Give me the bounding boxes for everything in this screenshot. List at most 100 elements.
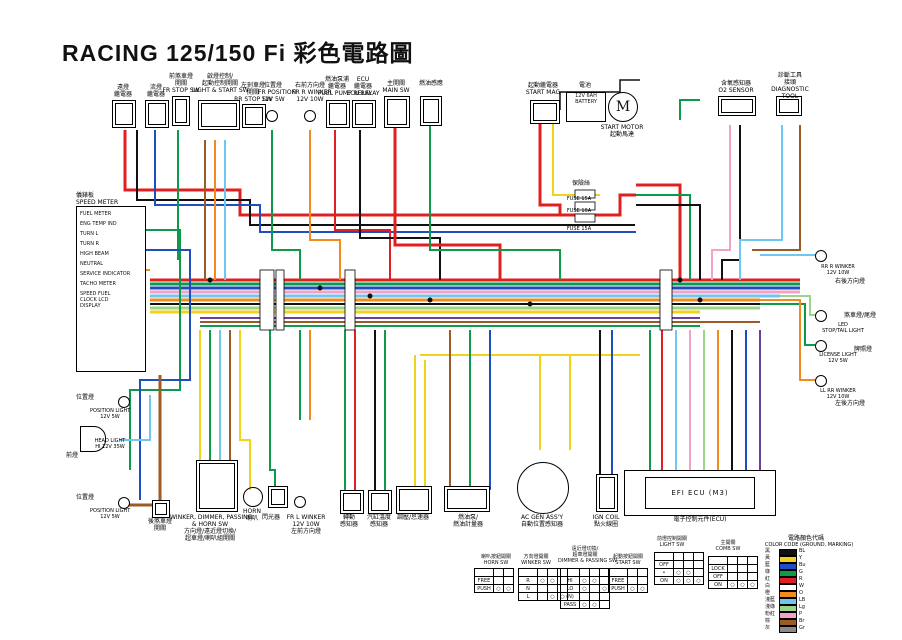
- legend-color-name: 黃: [765, 555, 771, 561]
- winker-relay-label: 閃光器: [261, 514, 280, 521]
- legend-swatch: [779, 605, 797, 612]
- legend-color-name: 粉紅: [765, 611, 776, 617]
- position-light-top-label: 位置燈: [76, 394, 95, 401]
- fuse-title: 保險絲: [571, 180, 590, 187]
- lower-wires: [344, 330, 761, 490]
- legend-color-name: 淺綠: [765, 604, 776, 610]
- legend-swatch: [779, 626, 797, 633]
- fuel-pump-unit-label: 燃油泵/燃油計量器: [452, 514, 483, 528]
- left-wires: [120, 229, 311, 507]
- legend-row: 淺綠 Lg: [765, 604, 847, 612]
- winker-relay: [268, 486, 288, 508]
- acg-icon: [517, 462, 569, 514]
- fuse-3-label: FUSE 15A: [566, 226, 592, 232]
- legend-color-name: 橙: [765, 590, 771, 596]
- rr-stop-switch: [152, 500, 170, 518]
- meter-row: TURN L: [80, 231, 99, 237]
- legend-color-name: 藍: [765, 562, 771, 568]
- idle-control-label: 調壓/怠速器: [396, 514, 430, 521]
- ecu-relay: [352, 100, 376, 128]
- comb-sw-table: LOCK OFF ON○○○: [708, 556, 758, 589]
- battery-label: 電池: [578, 82, 591, 89]
- meter-row: SPEED FUEL CLOCK LCD DISPLAY: [80, 291, 111, 309]
- legend-color-code: O: [799, 590, 803, 596]
- legend-swatch: [779, 556, 797, 563]
- position-light-bot-label: 位置燈: [76, 494, 95, 501]
- fr-right-winker-icon: [304, 110, 316, 122]
- right-wires: [760, 254, 815, 381]
- o2-sensor: [718, 96, 756, 116]
- meter-row: ENG TEMP IND: [80, 221, 117, 227]
- legend-color-code: W: [799, 583, 804, 589]
- throttle-sensor-label: 轉動感知器: [339, 514, 358, 528]
- head-light-relay-label: 遠燈繼電器: [113, 84, 132, 98]
- head-light-icon: [80, 426, 106, 452]
- legend-color-code: LB: [799, 597, 806, 603]
- fuel-sensor-label: 燃油感應: [418, 80, 443, 87]
- rr-stop-switch-label: 後煞車燈開關: [147, 518, 172, 532]
- diagnostic-connector: [776, 96, 802, 116]
- fuel-pump-relay: [326, 100, 350, 128]
- rr-left-winker-icon: [815, 375, 827, 387]
- main-harness-bundle: [150, 278, 800, 327]
- legend-color-name: 紅: [765, 576, 771, 582]
- light-start-switch: [198, 100, 240, 130]
- ecu-label: 電子控制元件(ECU): [673, 516, 727, 523]
- ignition-coil: [596, 474, 618, 512]
- start-relay: [530, 100, 560, 124]
- throttle-sensor: [340, 490, 364, 514]
- junctions: [207, 277, 703, 307]
- position-bulb-icon: [266, 110, 278, 122]
- diagram-title: RACING 125/150 Fi 彩色電路圖: [62, 40, 414, 66]
- head-light-label: 前燈: [65, 452, 78, 459]
- rr-left-winker-label: 左後方向燈: [834, 400, 865, 407]
- legend-swatch: [779, 584, 797, 591]
- legend-color-code: Lg: [799, 604, 805, 610]
- legend-color-code: P: [799, 611, 803, 617]
- legend-color-name: 白: [765, 583, 771, 589]
- meter-row: FUEL METER: [80, 211, 112, 217]
- head-light-relay: [112, 100, 136, 128]
- legend-color-name: 灰: [765, 625, 771, 631]
- horn-sw-table: FREE PUSH○○: [474, 568, 514, 593]
- license-light-label: 牌照燈: [853, 346, 872, 353]
- legend-swatch: [779, 577, 797, 584]
- tail-light-label: 煞車燈/尾燈: [843, 312, 877, 319]
- legend-row: 粉紅 P: [765, 611, 847, 619]
- front-stop-switch: [172, 96, 190, 126]
- legend-swatch: [779, 549, 797, 556]
- turn-signal-relay-label: 流燈繼電器: [146, 84, 165, 98]
- legend-swatch: [779, 563, 797, 570]
- fuse-1-label: FUSE 15A: [566, 196, 592, 202]
- meter-row: SERVICE INDICATOR: [80, 271, 131, 277]
- legend-swatch: [779, 591, 797, 598]
- meter-row: HIGH BEAM: [80, 251, 109, 257]
- idle-control: [396, 486, 432, 514]
- legend-color-name: 黑: [765, 548, 771, 554]
- start-motor-icon: M: [608, 92, 638, 122]
- legend-swatch: [779, 619, 797, 626]
